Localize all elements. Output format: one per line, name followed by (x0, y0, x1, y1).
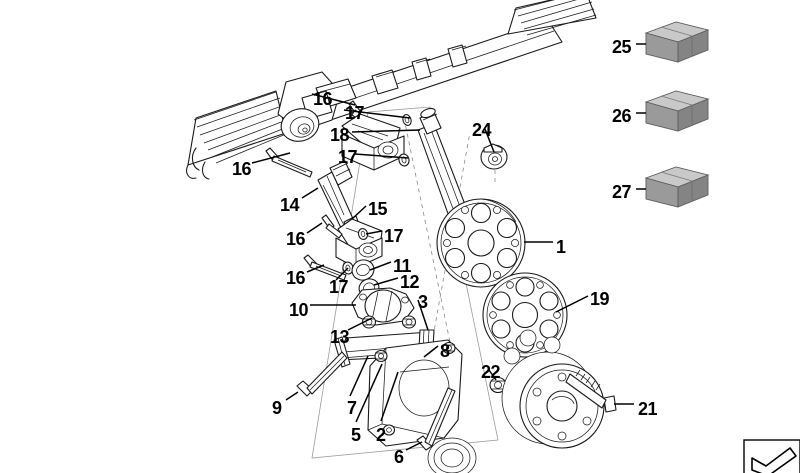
nut-22 (489, 376, 507, 394)
gray-box-26 (644, 90, 710, 132)
bolt-boss-lower (382, 424, 396, 436)
bolt-16-lower (265, 147, 313, 178)
callout-16[interactable]: 16 (232, 159, 252, 179)
assembly-envelope (311, 106, 499, 459)
leader-l6 (405, 441, 423, 451)
leader-l16d (306, 264, 325, 273)
callout-17[interactable]: 17 (329, 277, 349, 297)
leader-l17b (354, 153, 409, 159)
callout-16[interactable]: 16 (313, 89, 333, 109)
leader-l9 (285, 391, 299, 401)
callout-11[interactable]: 11 (393, 256, 412, 276)
callout-3[interactable]: 3 (418, 292, 428, 312)
callout-15[interactable]: 15 (368, 199, 388, 219)
nut-17-c (357, 228, 369, 240)
leader-l8 (423, 345, 439, 358)
leader-l13 (347, 317, 373, 331)
leader-l15 (351, 205, 367, 220)
callout-5[interactable]: 5 (351, 425, 361, 445)
gray-box-27 (644, 166, 710, 208)
leader-l16c (306, 222, 323, 234)
leader-l17c (365, 230, 383, 235)
callout-17[interactable]: 17 (338, 147, 358, 167)
leader-l2 (380, 371, 399, 422)
nut-13-right (401, 315, 417, 329)
leader-l17d (335, 267, 349, 281)
leader-l7 (349, 355, 369, 397)
leader-l24 (484, 128, 495, 153)
callout-2[interactable]: 2 (376, 425, 386, 445)
callout-18[interactable]: 18 (330, 125, 350, 145)
leader-l16a (311, 93, 356, 106)
leader-l3 (417, 299, 429, 331)
callout-25[interactable]: 25 (612, 37, 632, 57)
callout-8[interactable]: 8 (440, 341, 450, 361)
gray-box-25 (644, 21, 710, 63)
flex-disc-1 (436, 198, 526, 288)
callout-27[interactable]: 27 (612, 182, 632, 202)
pinion-housing (277, 71, 357, 142)
callout-1[interactable]: 1 (556, 237, 566, 257)
callout-10[interactable]: 10 (289, 300, 309, 320)
steering-rack-assembly (186, 0, 597, 180)
universal-joint-18 (265, 100, 412, 178)
callout-26[interactable]: 26 (612, 106, 632, 126)
seal-ring-11 (351, 259, 375, 281)
leader-l19 (555, 295, 589, 313)
callout-16[interactable]: 16 (286, 229, 306, 249)
callout-17[interactable]: 17 (384, 226, 404, 246)
leader-l22 (488, 369, 497, 381)
bolt-6 (416, 387, 456, 451)
bellows-boot-left (186, 90, 287, 180)
long-bolt-9 (296, 351, 348, 397)
bearing-plate-10 (351, 287, 417, 329)
corner-logo (743, 439, 800, 473)
callout-13[interactable]: 13 (330, 327, 350, 347)
callout-14[interactable]: 14 (280, 195, 300, 215)
leader-lines (251, 43, 646, 451)
leader-l12 (373, 277, 399, 286)
lower-ring (427, 437, 477, 473)
bellows-boot-right (507, 0, 597, 36)
bolt-boss-5 (374, 349, 388, 363)
callout-24[interactable]: 24 (472, 120, 492, 140)
coupling-flange-21 (501, 329, 617, 449)
callout-22[interactable]: 22 (481, 362, 501, 382)
callout-7[interactable]: 7 (347, 398, 357, 418)
bolt-16-c (321, 214, 343, 239)
washer-17-upper (402, 114, 412, 126)
flex-disc-19 (482, 272, 568, 358)
callout-6[interactable]: 6 (394, 447, 404, 467)
leader-l16b (251, 152, 291, 164)
bolt-21 (565, 369, 617, 413)
leader-l5 (355, 363, 383, 423)
callout-17[interactable]: 17 (345, 103, 365, 123)
callout-19[interactable]: 19 (590, 289, 610, 309)
bolt-boss-7 (442, 341, 456, 355)
leader-l14 (301, 187, 319, 199)
callout-12[interactable]: 12 (400, 272, 420, 292)
leader-l11 (369, 261, 392, 271)
leader-l18 (351, 129, 421, 133)
bolt-24 (480, 143, 508, 186)
callout-9[interactable]: 9 (272, 398, 282, 418)
leader-l17a (343, 109, 411, 119)
callout-21[interactable]: 21 (638, 399, 658, 419)
rack-clamps (371, 44, 468, 95)
callout-16[interactable]: 16 (286, 268, 306, 288)
